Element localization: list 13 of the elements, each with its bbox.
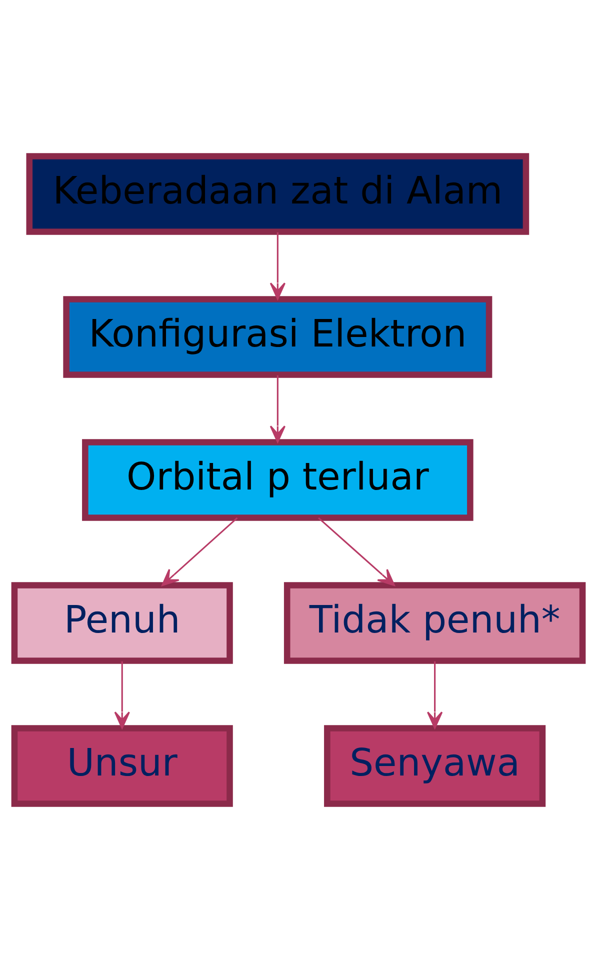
node-box: Konfigurasi Elektron — [63, 296, 492, 378]
node-box: Tidak penuh* — [284, 582, 586, 664]
arrow — [114, 660, 130, 728]
node-box: Unsur — [11, 724, 233, 806]
node-box: Penuh — [11, 582, 233, 664]
node-box: Orbital p terluar — [82, 438, 474, 520]
node-box: Keberadaan zat di Alam — [26, 152, 530, 234]
arrow — [426, 660, 443, 728]
arrow — [318, 516, 395, 586]
arrow — [270, 232, 286, 300]
node-box: Senyawa — [324, 724, 546, 806]
arrow — [162, 516, 238, 586]
arrow — [270, 374, 286, 442]
